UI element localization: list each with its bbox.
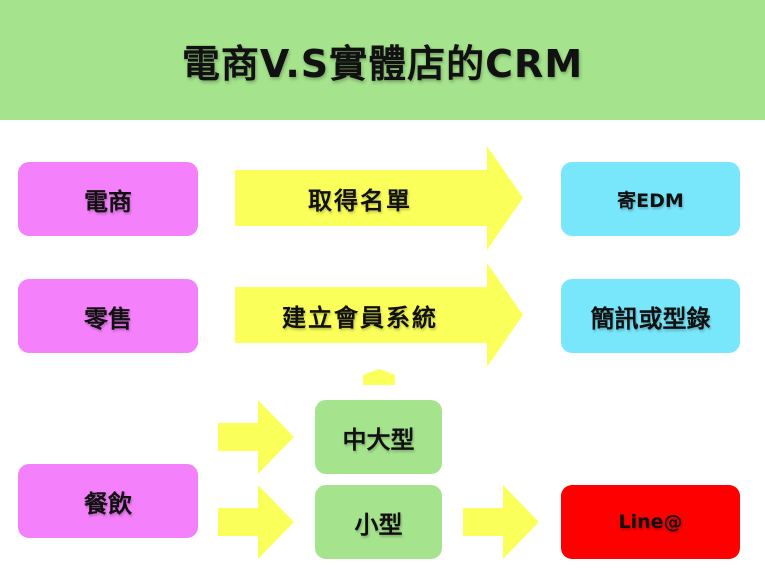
up-arrow	[343, 369, 415, 385]
to-line-arrow	[463, 485, 539, 559]
retail-box: 零售	[18, 279, 198, 353]
membership-system-arrow: 建立會員系統	[235, 263, 523, 367]
sms-catalog-label: 簡訊或型錄	[590, 304, 711, 333]
retail-label: 零售	[84, 304, 132, 333]
dining-box: 餐飲	[18, 464, 198, 538]
page-title: 電商V.S實體店的CRM	[181, 41, 584, 86]
ecommerce-box: 電商	[18, 162, 198, 236]
medium-large-label: 中大型	[342, 425, 415, 454]
small-label: 小型	[354, 510, 403, 539]
send-edm-label: 寄EDM	[617, 189, 684, 212]
send-edm-box: 寄EDM	[561, 162, 740, 236]
title-banner: 電商V.S實體店的CRM	[0, 0, 765, 120]
to-medium-large-arrow	[218, 400, 294, 474]
membership-system-label: 建立會員系統	[282, 303, 438, 332]
dining-label: 餐飲	[84, 489, 132, 518]
get-list-label: 取得名單	[308, 186, 412, 215]
line-at-label: Line@	[618, 511, 683, 533]
small-box: 小型	[315, 485, 442, 559]
get-list-arrow: 取得名單	[235, 146, 523, 250]
ecommerce-label: 電商	[84, 187, 132, 216]
to-small-arrow	[218, 485, 294, 559]
sms-catalog-box: 簡訊或型錄	[561, 279, 740, 353]
medium-large-box: 中大型	[315, 400, 442, 474]
line-at-box: Line@	[561, 485, 740, 559]
